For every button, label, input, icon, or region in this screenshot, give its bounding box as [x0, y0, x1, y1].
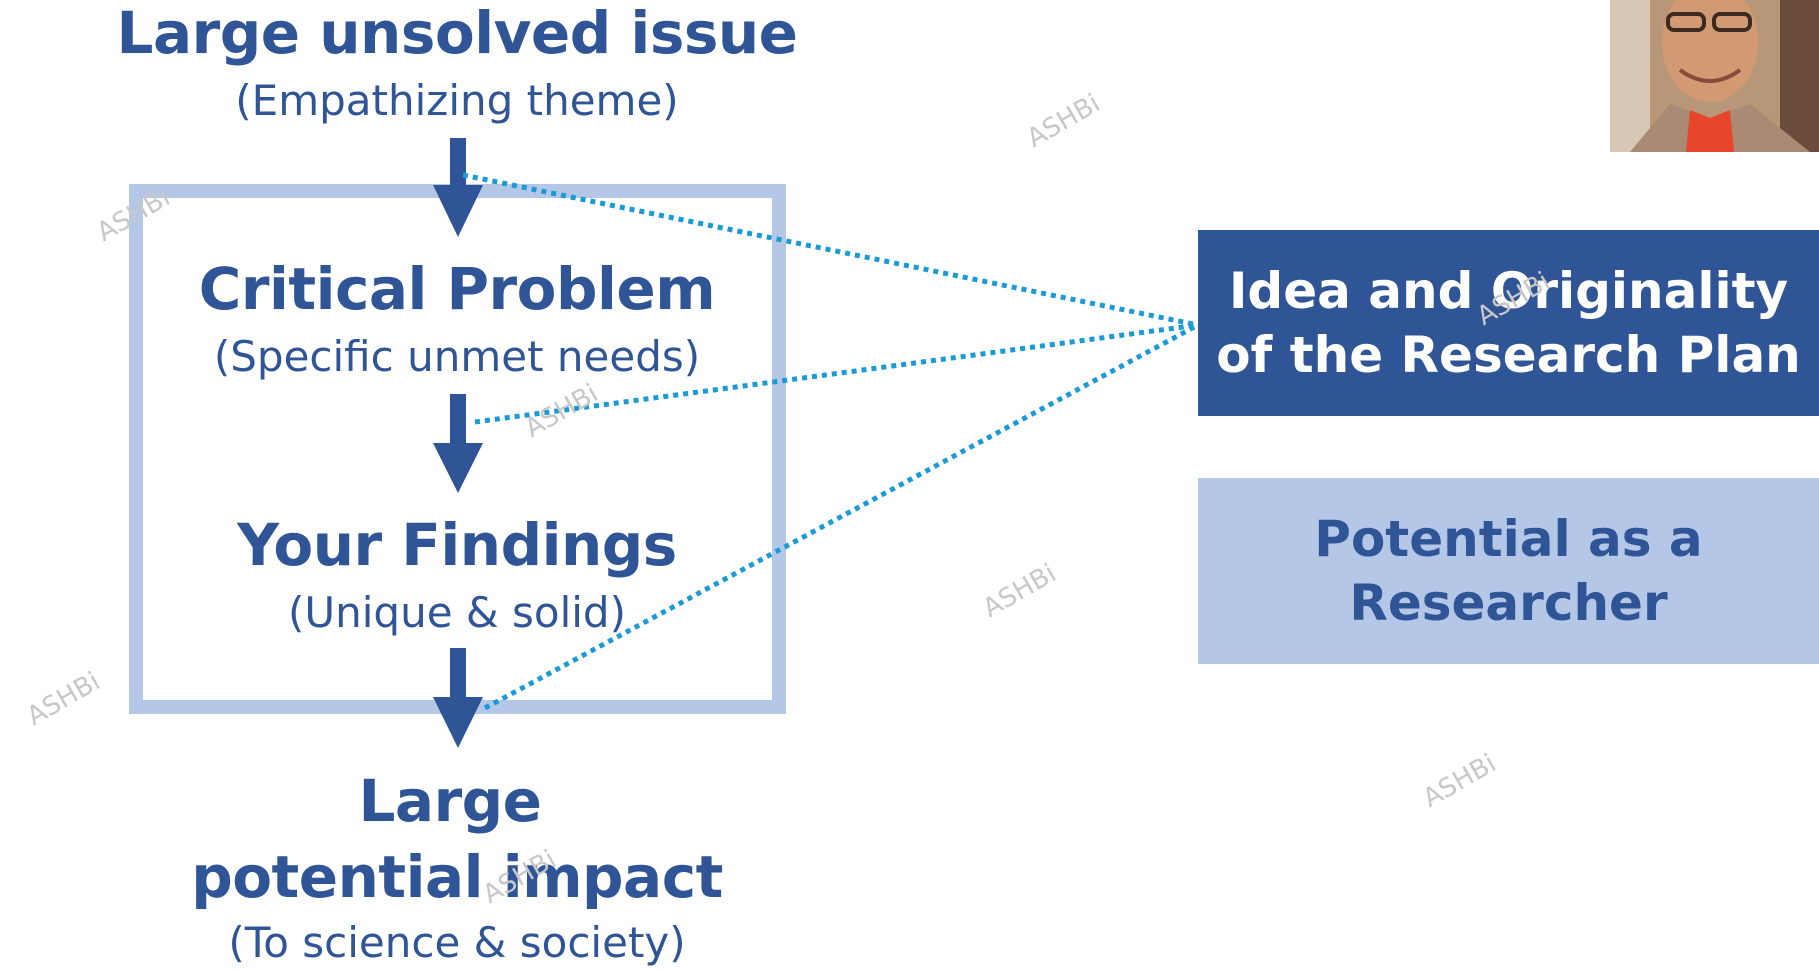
findings-subtitle: (Unique & solid): [288, 588, 626, 637]
findings-title: Your Findings: [237, 511, 677, 579]
arrow-down-icon: [433, 648, 483, 748]
potential-box-line2: Researcher: [1349, 574, 1668, 632]
issue-subtitle: (Empathizing theme): [235, 76, 679, 125]
idea-box-line2: of the Research Plan: [1216, 326, 1801, 384]
impact-subtitle: (To science & society): [228, 918, 686, 967]
impact-title-line1: Large: [358, 767, 542, 835]
speaker-photo: [1610, 0, 1819, 152]
speaker-portrait-image: [1610, 0, 1819, 152]
connector-line-problem: [474, 322, 1199, 425]
potential-box-line1: Potential as a: [1314, 510, 1703, 568]
idea-box-line1: Idea and Originality: [1228, 262, 1789, 320]
impact-title-line2: potential impact: [191, 843, 723, 911]
researcher-potential-box: Potential as a Researcher: [1198, 478, 1819, 664]
issue-title: Large unsolved issue: [116, 0, 799, 67]
problem-title: Critical Problem: [198, 255, 716, 323]
problem-subtitle: (Specific unmet needs): [213, 332, 701, 381]
arrow-down-icon: [433, 138, 483, 237]
connector-line-findings: [483, 322, 1200, 711]
arrow-down-icon: [433, 394, 483, 493]
idea-originality-box: Idea and Originality of the Research Pla…: [1198, 230, 1819, 416]
